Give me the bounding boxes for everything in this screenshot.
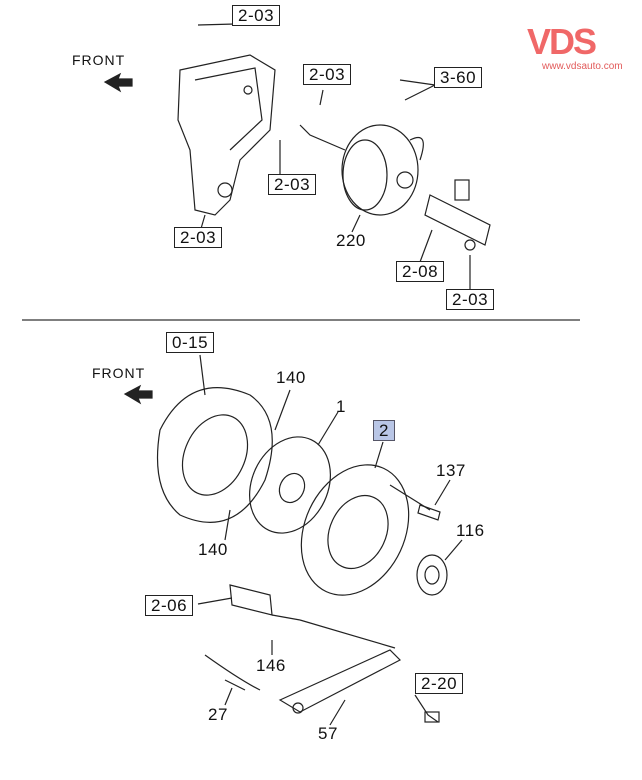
ref-box[interactable]: 2-08 <box>396 261 445 282</box>
ref-box[interactable]: 2-03 <box>174 227 223 248</box>
part-number[interactable]: 1 <box>336 397 346 416</box>
part-number[interactable]: 57 <box>318 724 338 743</box>
clutch-housing <box>157 354 273 523</box>
front-arrow-icon <box>103 72 133 93</box>
ref-box[interactable]: 3-60 <box>434 67 483 88</box>
ref-box[interactable]: 2-06 <box>145 595 194 616</box>
brake-booster <box>299 124 424 233</box>
part-number[interactable]: 140 <box>276 368 306 387</box>
ref-box[interactable]: 0-15 <box>166 332 215 353</box>
clutch-disc <box>248 411 339 534</box>
front-label: FRONT <box>92 365 146 381</box>
release-bearing <box>416 539 463 596</box>
pedal-bracket <box>177 54 276 233</box>
ref-box[interactable]: 2-20 <box>415 673 464 694</box>
front-arrow-icon <box>123 384 153 405</box>
part-number[interactable]: 116 <box>456 521 485 540</box>
ref-box[interactable]: 2-03 <box>232 5 281 26</box>
selected-ref-box[interactable]: 2 <box>373 420 395 441</box>
front-label: FRONT <box>72 52 126 68</box>
part-number[interactable]: 220 <box>336 231 366 250</box>
ref-box[interactable]: 2-03 <box>268 174 317 195</box>
part-number[interactable]: 140 <box>198 540 228 559</box>
part-number[interactable]: 146 <box>256 656 286 675</box>
part-number[interactable]: 137 <box>436 461 466 480</box>
master-cylinder <box>419 179 491 290</box>
release-fork <box>197 584 440 726</box>
ref-box[interactable]: 2-03 <box>303 64 352 85</box>
vds-logo: VDS <box>527 24 598 62</box>
svg-text:VDS: VDS <box>527 24 596 62</box>
bolt <box>417 504 441 521</box>
part-number[interactable]: 27 <box>208 705 228 724</box>
logo-url: www.vdsauto.com <box>542 61 623 72</box>
ref-box[interactable]: 2-03 <box>446 289 495 310</box>
pressure-plate <box>300 441 431 596</box>
